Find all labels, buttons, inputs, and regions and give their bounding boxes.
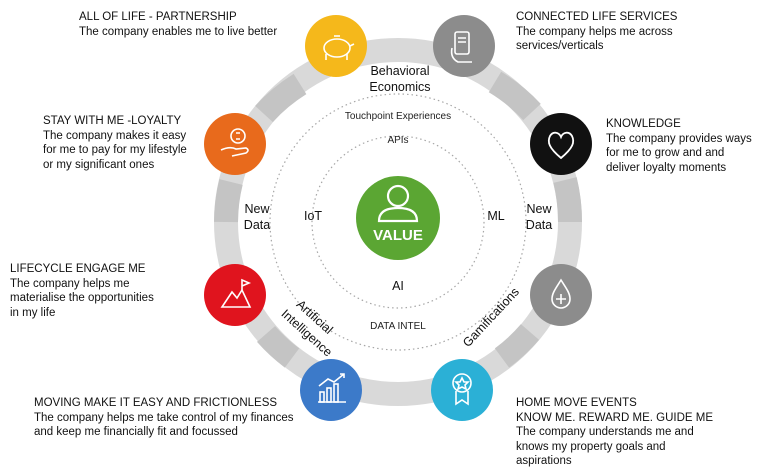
- ring-segment: [553, 177, 583, 223]
- lifecycle-line-2: materialise the opportunities: [10, 292, 154, 304]
- heart-icon: [547, 131, 575, 160]
- moving-line-1: The company helps me take control of my …: [34, 411, 294, 424]
- node-lifecycle: [204, 264, 266, 326]
- knowledge-line-1: The company provides ways: [606, 132, 752, 145]
- lifecycle-title: LIFECYCLE ENGAGE ME: [10, 263, 146, 275]
- ring-segment: [214, 179, 243, 223]
- badge-icon: [452, 373, 472, 406]
- partnership-line-1: The company enables me to live better: [79, 25, 278, 38]
- connected-line-1: The company helps me across: [516, 25, 673, 38]
- mountain-flag-icon: [220, 278, 252, 308]
- node-home-move: [431, 359, 493, 421]
- loyalty-line-1: The company makes it easy: [43, 129, 187, 142]
- connected-line-2: services/verticals: [516, 40, 604, 52]
- knowledge-line-3: deliver loyalty moments: [606, 161, 727, 174]
- node-gamification: [530, 264, 592, 326]
- apis-label: APIs: [387, 135, 408, 146]
- lifecycle-line-1: The company helps me: [10, 277, 130, 290]
- ring-segment: [256, 325, 300, 368]
- block-partnership: ALL OF LIFE - PARTNERSHIP The company en…: [79, 10, 277, 39]
- piggy-bank-icon: [323, 35, 355, 60]
- dotted-ring-outer: [269, 93, 527, 351]
- moving-title: MOVING MAKE IT EASY AND FRICTIONLESS: [34, 397, 278, 409]
- node-knowledge: [530, 113, 592, 175]
- knowledge-title: KNOWLEDGE: [606, 118, 681, 130]
- behavioral-label: Behavioral: [370, 64, 429, 78]
- drop-plus-icon: [551, 278, 571, 309]
- coin-hand-icon: [220, 128, 249, 157]
- node-connected: [433, 15, 495, 77]
- loyalty-title: STAY WITH ME -LOYALTY: [43, 115, 182, 127]
- value-label: VALUE: [373, 227, 423, 244]
- home-move-title: HOME MOVE EVENTS: [516, 397, 637, 409]
- home-move-line-1: The company understands me and: [516, 426, 694, 438]
- ring-segment: [255, 73, 307, 123]
- block-connected: CONNECTED LIFE SERVICES The company help…: [516, 10, 677, 54]
- touchpoint-label: Touchpoint Experiences: [345, 111, 451, 122]
- economics-label: Economics: [369, 80, 430, 94]
- knowledge-line-2: for me to grow and and: [606, 147, 725, 159]
- growth-chart-icon: [318, 373, 346, 403]
- data-intel-label: DATA INTEL: [370, 321, 426, 332]
- node-loyalty: [204, 113, 266, 175]
- ai-label: AI: [392, 279, 404, 293]
- ring-segment: [494, 323, 540, 368]
- home-move-title-2: KNOW ME. REWARD ME. GUIDE ME: [516, 411, 713, 424]
- loyalty-line-2: for me to pay for my lifestyle: [43, 144, 187, 156]
- new-data-left-2: Data: [244, 218, 270, 232]
- card-hand-icon: [450, 31, 472, 63]
- block-home-move: HOME MOVE EVENTS KNOW ME. REWARD ME. GUI…: [516, 396, 713, 469]
- loyalty-line-3: or my significant ones: [43, 158, 155, 171]
- ring-segment: [488, 71, 541, 121]
- block-loyalty: STAY WITH ME -LOYALTY The company makes …: [43, 114, 187, 172]
- node-partnership: [305, 15, 367, 77]
- ml-label: ML: [487, 209, 504, 223]
- new-data-left-1: New: [244, 202, 270, 216]
- moving-line-2: and keep me financially fit and focussed: [34, 426, 238, 438]
- block-moving: MOVING MAKE IT EASY AND FRICTIONLESS The…: [34, 396, 294, 440]
- lifecycle-line-3: in my life: [10, 306, 56, 319]
- node-moving: [300, 359, 362, 421]
- block-lifecycle: LIFECYCLE ENGAGE ME The company helps me…: [10, 262, 154, 320]
- iot-label: IoT: [304, 209, 322, 223]
- new-data-right-2: Data: [526, 218, 552, 232]
- new-data-right-1: New: [526, 202, 552, 216]
- dotted-ring-inner: [311, 135, 485, 309]
- home-move-line-2: knows my property goals and: [516, 440, 666, 453]
- person-icon: [377, 184, 419, 223]
- home-move-line-3: aspirations: [516, 455, 572, 467]
- connected-title: CONNECTED LIFE SERVICES: [516, 11, 678, 23]
- block-knowledge: KNOWLEDGE The company provides ways for …: [606, 117, 752, 175]
- value-circle: [356, 176, 440, 260]
- partnership-title: ALL OF LIFE - PARTNERSHIP: [79, 11, 237, 23]
